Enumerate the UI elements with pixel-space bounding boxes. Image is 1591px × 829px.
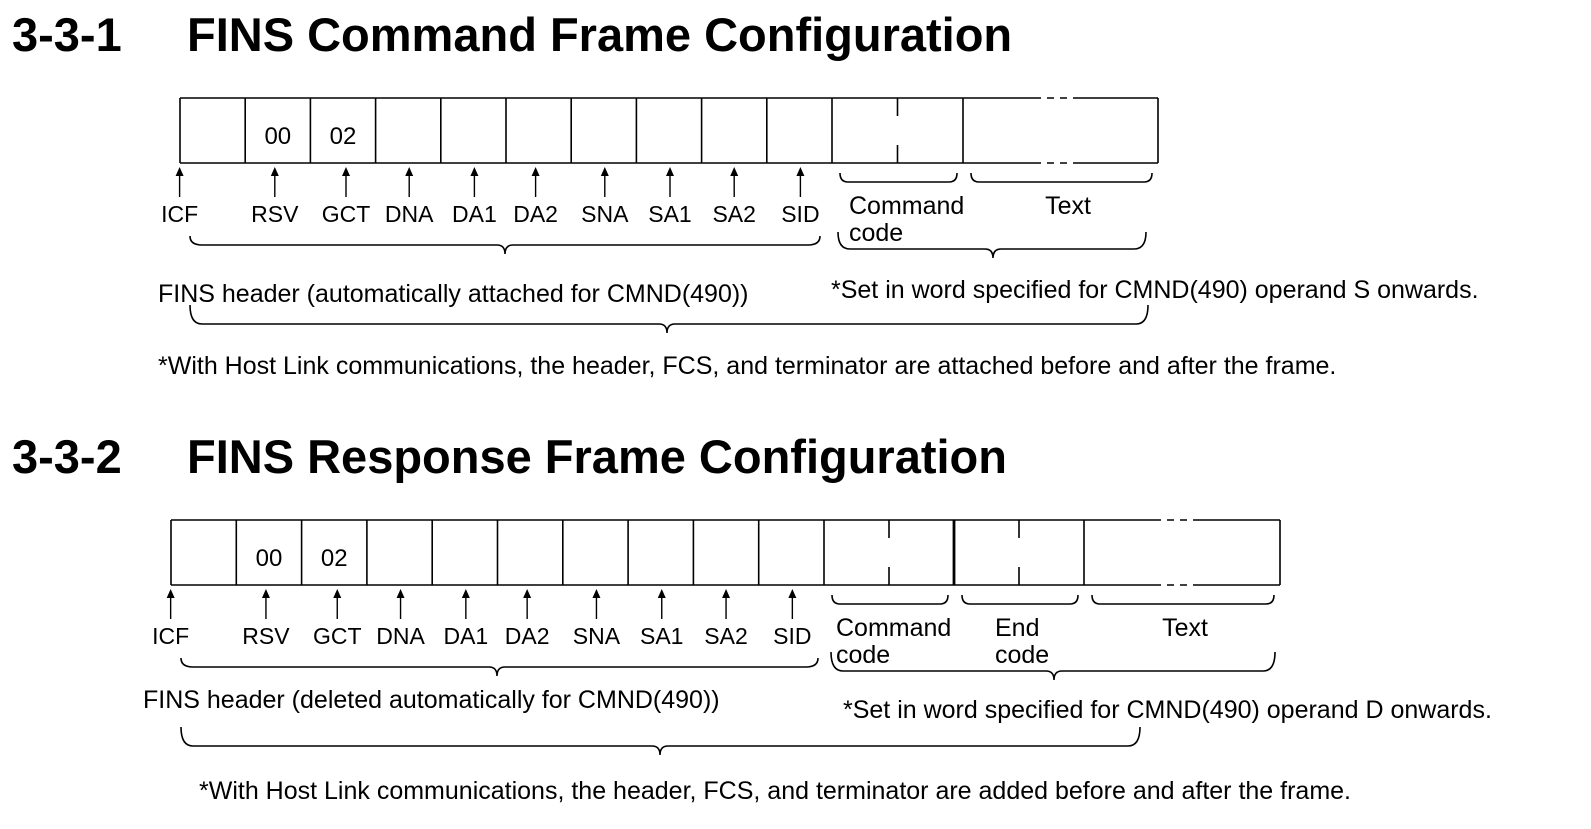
operand-note: *Set in word specified for CMND(490) ope…: [843, 696, 1492, 724]
group-label: code: [836, 641, 890, 669]
field-label-icf: ICF: [152, 623, 189, 649]
fins-header-brace: [180, 657, 819, 677]
group-bracket: [961, 594, 1079, 605]
field-arrow-sa2: [730, 167, 739, 197]
field-label-sid: SID: [773, 623, 811, 649]
group-bracket: [831, 594, 949, 605]
group-bracket: [970, 172, 1153, 183]
footer-note: *With Host Link communications, the head…: [199, 777, 1351, 805]
group-bracket: [1091, 594, 1275, 605]
field-arrow-rsv: [261, 589, 270, 619]
field-arrow-icf: [166, 589, 175, 619]
group-bracket: [839, 172, 958, 183]
field-label-sna: SNA: [581, 201, 629, 227]
group-label: Command: [849, 192, 964, 220]
field-arrow-da1: [461, 589, 470, 619]
frame-diagram-2: 00 02: [170, 519, 1281, 586]
field-label-dna: DNA: [376, 623, 425, 649]
section-1-number: 3-3-1: [12, 8, 122, 61]
field-label-rsv: RSV: [242, 623, 290, 649]
group-label: End: [995, 614, 1039, 642]
section-2-number: 3-3-2: [12, 430, 122, 483]
field-label-icf: ICF: [161, 201, 198, 227]
field-arrow-rsv: [270, 167, 279, 197]
field-label-da2: DA2: [513, 201, 558, 227]
field-label-sa2: SA2: [712, 201, 755, 227]
frame-brace: [189, 304, 1149, 334]
fins-header-brace: [189, 235, 821, 255]
section-2-title: FINS Response Frame Configuration: [187, 430, 1007, 483]
fins-header-label: FINS header (automatically attached for …: [158, 280, 749, 308]
cell-value: 00: [264, 123, 291, 150]
cell-value: 00: [256, 545, 283, 572]
field-label-rsv: RSV: [251, 201, 299, 227]
frame-brace: [180, 726, 1141, 756]
field-arrow-sna: [600, 167, 609, 197]
field-label-da2: DA2: [505, 623, 550, 649]
group-label: code: [849, 219, 903, 247]
group-label: code: [995, 641, 1049, 669]
field-label-sa1: SA1: [640, 623, 683, 649]
field-arrow-sid: [788, 589, 797, 619]
group-label: Text: [1045, 192, 1091, 220]
group-label: Text: [1162, 614, 1208, 642]
field-arrow-dna: [396, 589, 405, 619]
field-arrow-sa1: [657, 589, 666, 619]
field-arrow-sa1: [666, 167, 674, 197]
field-label-gct: GCT: [313, 623, 362, 649]
field-label-sa1: SA1: [648, 201, 691, 227]
cell-value: 02: [321, 545, 348, 572]
field-label-gct: GCT: [322, 201, 371, 227]
field-arrow-gct: [333, 589, 342, 619]
field-label-sid: SID: [781, 201, 819, 227]
field-label-da1: DA1: [443, 623, 488, 649]
command-text-brace: [837, 231, 1147, 259]
fins-header-label: FINS header (deleted automatically for C…: [143, 686, 720, 714]
frame-diagram-1: 00 02: [179, 97, 1159, 164]
field-arrow-dna: [405, 167, 414, 197]
field-arrow-da2: [523, 589, 532, 619]
operand-note: *Set in word specified for CMND(490) ope…: [831, 276, 1479, 304]
section-1-title: FINS Command Frame Configuration: [187, 8, 1013, 61]
footer-note: *With Host Link communications, the head…: [158, 352, 1336, 380]
command-end-text-brace: [830, 651, 1276, 681]
field-label-sa2: SA2: [704, 623, 747, 649]
field-label-da1: DA1: [452, 201, 497, 227]
group-label: Command: [836, 614, 951, 642]
field-arrow-sid: [796, 167, 805, 197]
field-arrow-gct: [342, 167, 350, 197]
field-label-dna: DNA: [385, 201, 434, 227]
field-label-sna: SNA: [573, 623, 621, 649]
field-arrow-sna: [592, 589, 601, 619]
cell-value: 02: [330, 123, 357, 150]
field-arrow-da2: [531, 167, 540, 197]
field-arrow-da1: [470, 167, 479, 197]
field-arrow-sa2: [722, 589, 731, 619]
field-arrow-icf: [175, 167, 184, 197]
